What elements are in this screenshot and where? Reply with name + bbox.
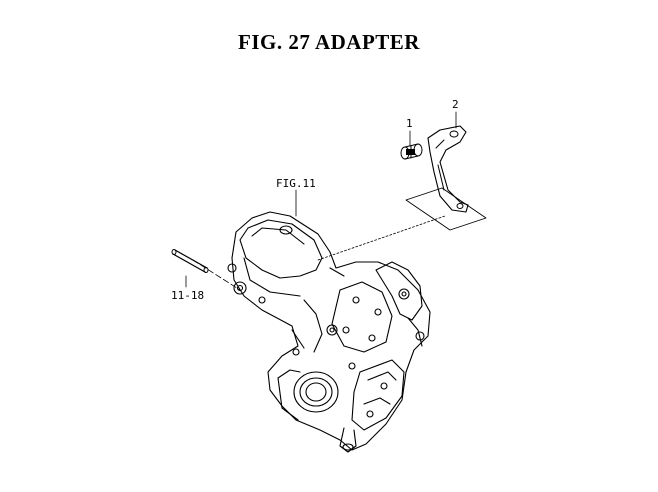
gear-case-housing xyxy=(227,211,431,453)
dowel-pin-11-18 xyxy=(171,249,209,273)
leader-lines xyxy=(185,111,457,291)
adapter-bracket-part-2 xyxy=(427,125,469,213)
callout-label-fig11: FIG.11 xyxy=(276,177,316,190)
callout-label-2: 2 xyxy=(452,98,459,111)
callout-label-11-18: 11-18 xyxy=(171,289,205,302)
gasket-plate xyxy=(405,187,487,231)
sleeve-part-1 xyxy=(400,143,423,160)
callout-label-1: 1 xyxy=(406,117,413,130)
figure-title: FIG. 27 ADAPTER xyxy=(238,30,420,54)
